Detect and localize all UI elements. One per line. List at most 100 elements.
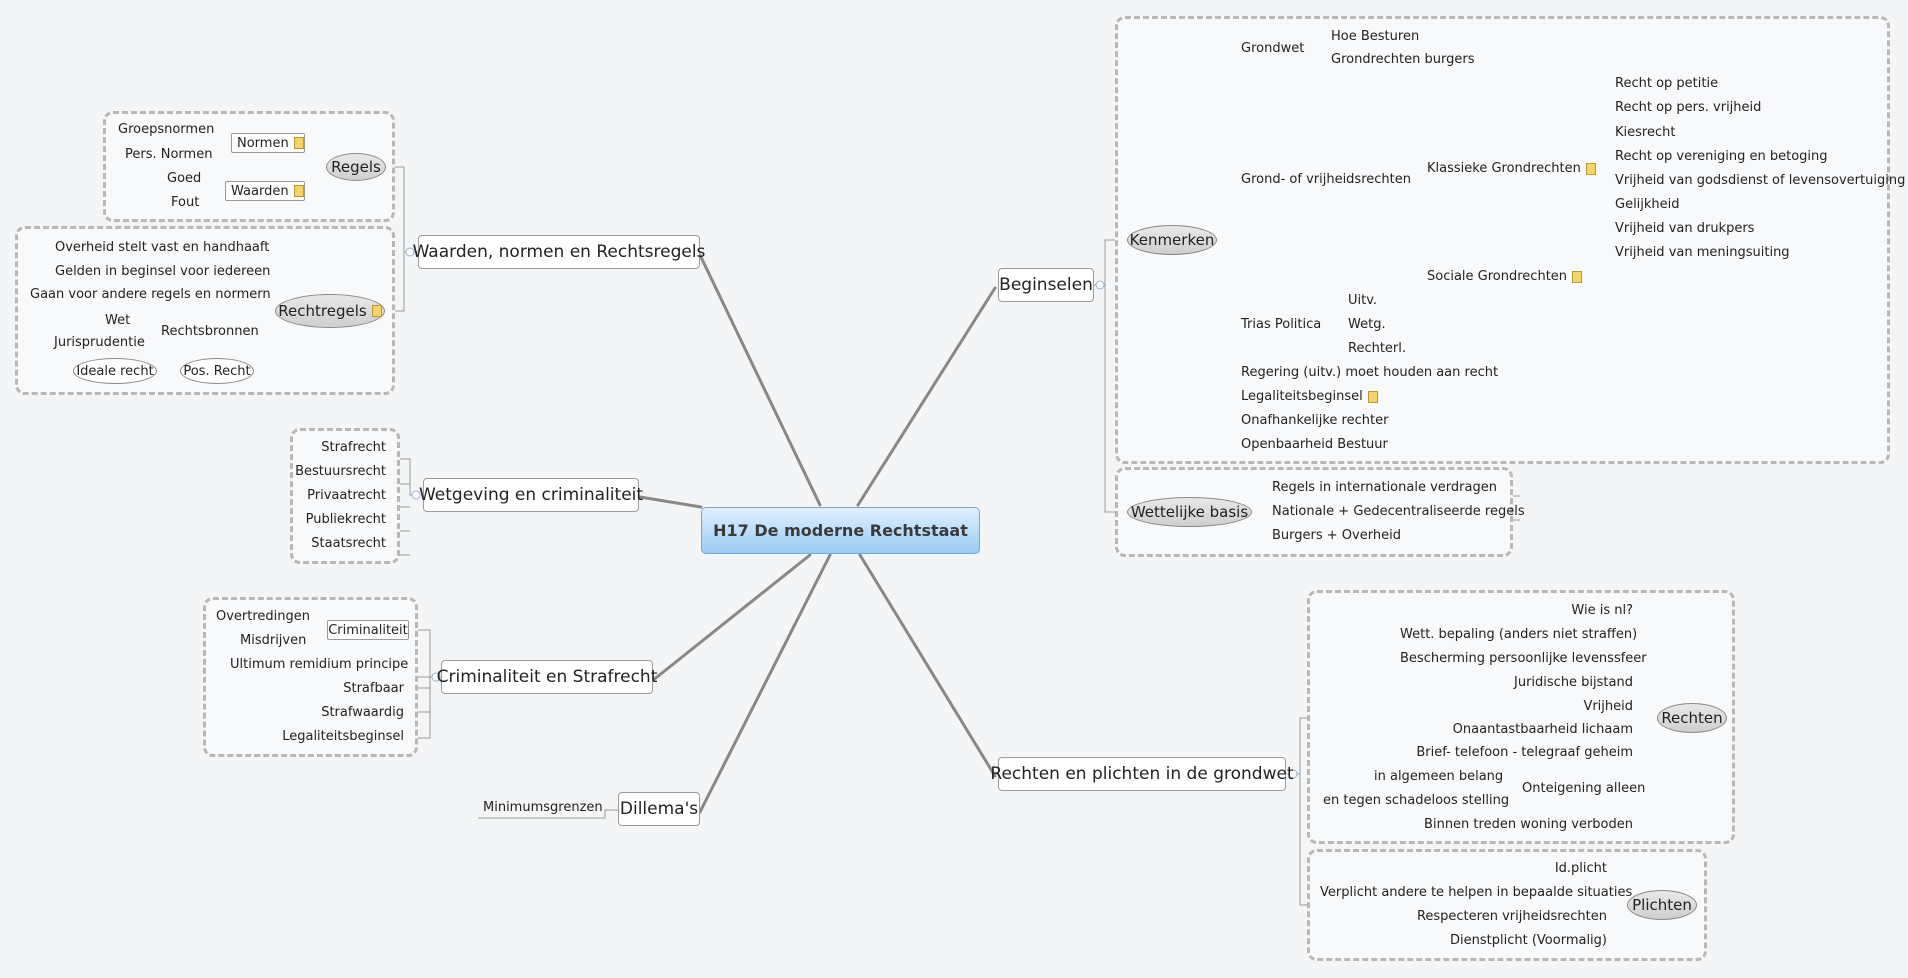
label-publiekrecht: Publiekrecht	[305, 512, 386, 527]
label-trias: Trias Politica	[1241, 317, 1322, 332]
note-icon	[293, 185, 304, 197]
label-legaliteit-beg: Legaliteitsbeginsel	[1241, 389, 1378, 405]
note-icon	[1585, 162, 1596, 175]
topic-wettelijke-basis[interactable]: Wettelijke basis	[1127, 497, 1252, 527]
label-uitv: Uitv.	[1348, 293, 1378, 308]
topic-rechten-plichten[interactable]: Rechten en plichten in de grondwet	[990, 757, 1294, 791]
label-groepsnormen: Groepsnormen	[118, 122, 215, 137]
label-verplicht-helpen: Verplicht andere te helpen in bepaalde s…	[1320, 885, 1633, 900]
label-schadeloos: en tegen schadeloos stelling	[1323, 793, 1510, 808]
note-icon	[1367, 390, 1378, 403]
branch-crim	[650, 553, 812, 683]
label-misdrijven: Misdrijven	[240, 633, 307, 648]
note-icon	[371, 305, 382, 317]
label-strafwaardig: Strafwaardig	[321, 705, 404, 720]
topic-rechtregels[interactable]: Rechtregels	[275, 294, 385, 328]
topic-normen[interactable]: Normen	[231, 133, 305, 153]
group-box-wetgeving	[290, 428, 400, 564]
branch-wetgeving	[638, 495, 703, 509]
group-box-kenmerken	[1115, 16, 1890, 464]
branch-dilemmas	[698, 553, 832, 814]
label-minimumsgrenzen: Minimumsgrenzen	[483, 800, 603, 815]
label-recht-vereniging: Recht op vereniging en betoging	[1615, 149, 1828, 164]
label-sociale: Sociale Grondrechten	[1427, 269, 1583, 285]
topic-beginselen[interactable]: Beginselen	[998, 268, 1094, 302]
topic-rechten[interactable]: Rechten	[1657, 703, 1727, 733]
topic-waarden[interactable]: Waarden, normen en Rechtsregels	[413, 235, 705, 269]
label-openbaarheid: Openbaarheid Bestuur	[1241, 437, 1388, 452]
topic-wetgeving[interactable]: Wetgeving en criminaliteit	[419, 478, 643, 512]
topic-dilemmas[interactable]: Dillema's	[618, 792, 700, 826]
label-privaatrecht: Privaatrecht	[307, 488, 386, 503]
label-recht-petitie: Recht op petitie	[1615, 76, 1719, 91]
waarden-label: Waarden	[231, 183, 289, 199]
label-hoe-besturen: Hoe Besturen	[1331, 29, 1420, 44]
label-rechtsbronnen: Rechtsbronnen	[161, 324, 259, 339]
label-overheid: Overheid stelt vast en handhaaft	[55, 240, 270, 255]
label-recht-pers: Recht op pers. vrijheid	[1615, 100, 1762, 115]
group-box-plichten	[1307, 849, 1707, 961]
label-goed: Goed	[167, 171, 202, 186]
label-legaliteit-crim: Legaliteitsbeginsel	[282, 729, 404, 744]
label-grondwet: Grondwet	[1241, 41, 1305, 56]
label-vrijheid-godsdienst: Vrijheid van godsdienst of levensovertui…	[1615, 173, 1906, 188]
label-grondrechten-burgers: Grondrechten burgers	[1331, 52, 1475, 67]
label-rechterl: Rechterl.	[1348, 341, 1407, 356]
label-respecteren: Respecteren vrijheidsrechten	[1416, 909, 1607, 924]
label-dienstplicht: Dienstplicht (Voormalig)	[1450, 933, 1607, 948]
topic-pos-recht[interactable]: Pos. Recht	[180, 358, 254, 384]
normen-label: Normen	[237, 135, 289, 151]
note-icon	[293, 137, 304, 149]
label-vrijheid: Vrijheid	[1583, 699, 1633, 714]
topic-waarden-sub[interactable]: Waarden	[225, 181, 305, 201]
label-bestuursrecht: Bestuursrecht	[295, 464, 386, 479]
label-binnen-treden: Binnen treden woning verboden	[1424, 817, 1633, 832]
label-overtredingen: Overtredingen	[216, 609, 311, 624]
klassieke-label: Klassieke Grondrechten	[1427, 161, 1581, 176]
label-gelden: Gelden in beginsel voor iedereen	[55, 264, 271, 279]
sociale-label: Sociale Grondrechten	[1427, 269, 1568, 284]
label-grond-vrij: Grond- of vrijheidsrechten	[1241, 172, 1411, 187]
label-vrijheid-drukpers: Vrijheid van drukpers	[1615, 221, 1755, 236]
label-algemeen-belang: in algemeen belang	[1374, 769, 1504, 784]
label-regering: Regering (uitv.) moet houden aan recht	[1241, 365, 1499, 380]
label-id-plicht: Id.plicht	[1554, 861, 1607, 876]
topic-kenmerken[interactable]: Kenmerken	[1127, 225, 1217, 255]
label-regels-int: Regels in internationale verdragen	[1272, 480, 1497, 495]
topic-plichten[interactable]: Plichten	[1627, 890, 1697, 920]
rechtregels-label: Rechtregels	[278, 302, 367, 320]
note-icon	[1572, 270, 1583, 283]
label-wetg: Wetg.	[1348, 317, 1386, 332]
label-burgers-overheid: Burgers + Overheid	[1272, 528, 1401, 543]
label-kiesrecht: Kiesrecht	[1615, 125, 1676, 140]
label-onafhankelijke: Onafhankelijke rechter	[1241, 413, 1389, 428]
label-onteigening: Onteigening alleen	[1522, 781, 1646, 796]
label-wett-bepaling: Wett. bepaling (anders niet straffen)	[1400, 627, 1638, 642]
label-bescherming: Bescherming persoonlijke levenssfeer	[1400, 651, 1647, 666]
label-klassieke: Klassieke Grondrechten	[1427, 161, 1596, 177]
label-wie-is-nl: Wie is nl?	[1571, 603, 1633, 618]
branch-beginselen	[856, 286, 997, 507]
branch-waarden	[698, 253, 822, 507]
label-strafbaar: Strafbaar	[343, 681, 404, 696]
label-gaan-voor: Gaan voor andere regels en normern	[30, 287, 271, 302]
label-brief-telefoon: Brief- telefoon - telegraaf geheim	[1416, 745, 1633, 760]
label-nationale: Nationale + Gedecentraliseerde regels	[1272, 504, 1525, 519]
label-staatsrecht: Staatsrecht	[311, 536, 386, 551]
label-jurisprudentie: Jurisprudentie	[54, 335, 145, 350]
label-juridische: Juridische bijstand	[1514, 675, 1633, 690]
label-strafrecht: Strafrecht	[321, 440, 386, 455]
topic-ideale-recht[interactable]: Ideale recht	[73, 358, 157, 384]
central-topic[interactable]: H17 De moderne Rechtstaat	[701, 507, 980, 554]
label-vrijheid-mening: Vrijheid van meningsuiting	[1615, 245, 1790, 260]
label-ultimum: Ultimum remidium principe	[230, 657, 409, 672]
topic-crim[interactable]: Criminaliteit en Strafrecht	[437, 660, 657, 694]
topic-criminaliteit[interactable]: Criminaliteit	[327, 620, 409, 640]
branch-rechten	[858, 553, 997, 778]
legaliteit-label: Legaliteitsbeginsel	[1241, 389, 1363, 404]
label-wet: Wet	[105, 313, 131, 328]
label-gelijkheid: Gelijkheid	[1615, 197, 1680, 212]
label-pers-normen: Pers. Normen	[125, 147, 213, 162]
label-fout: Fout	[171, 195, 200, 210]
topic-regels[interactable]: Regels	[326, 153, 386, 181]
